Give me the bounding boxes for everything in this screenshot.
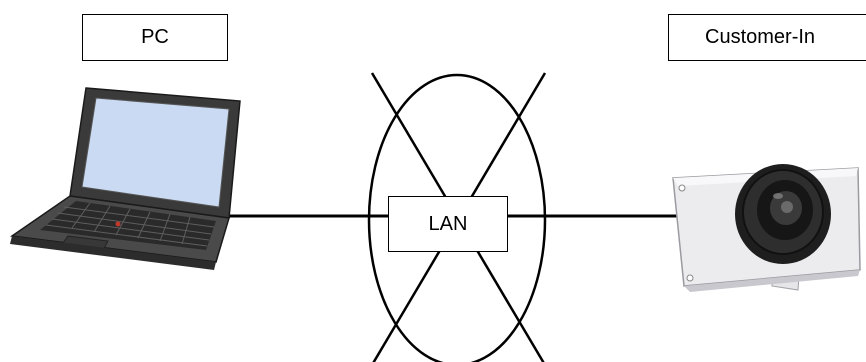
lan-label: LAN [428, 212, 468, 235]
camera-sensor-icon [672, 164, 861, 292]
lan-label-box: LAN [388, 196, 508, 252]
customer-in-label: Customer-In [705, 26, 816, 48]
customer-in-label-box: Customer-In [668, 14, 866, 61]
pc-label-box: PC [82, 14, 228, 61]
laptop-icon [9, 87, 241, 270]
pc-label: PC [141, 26, 169, 48]
lan-ellipse [367, 73, 547, 362]
